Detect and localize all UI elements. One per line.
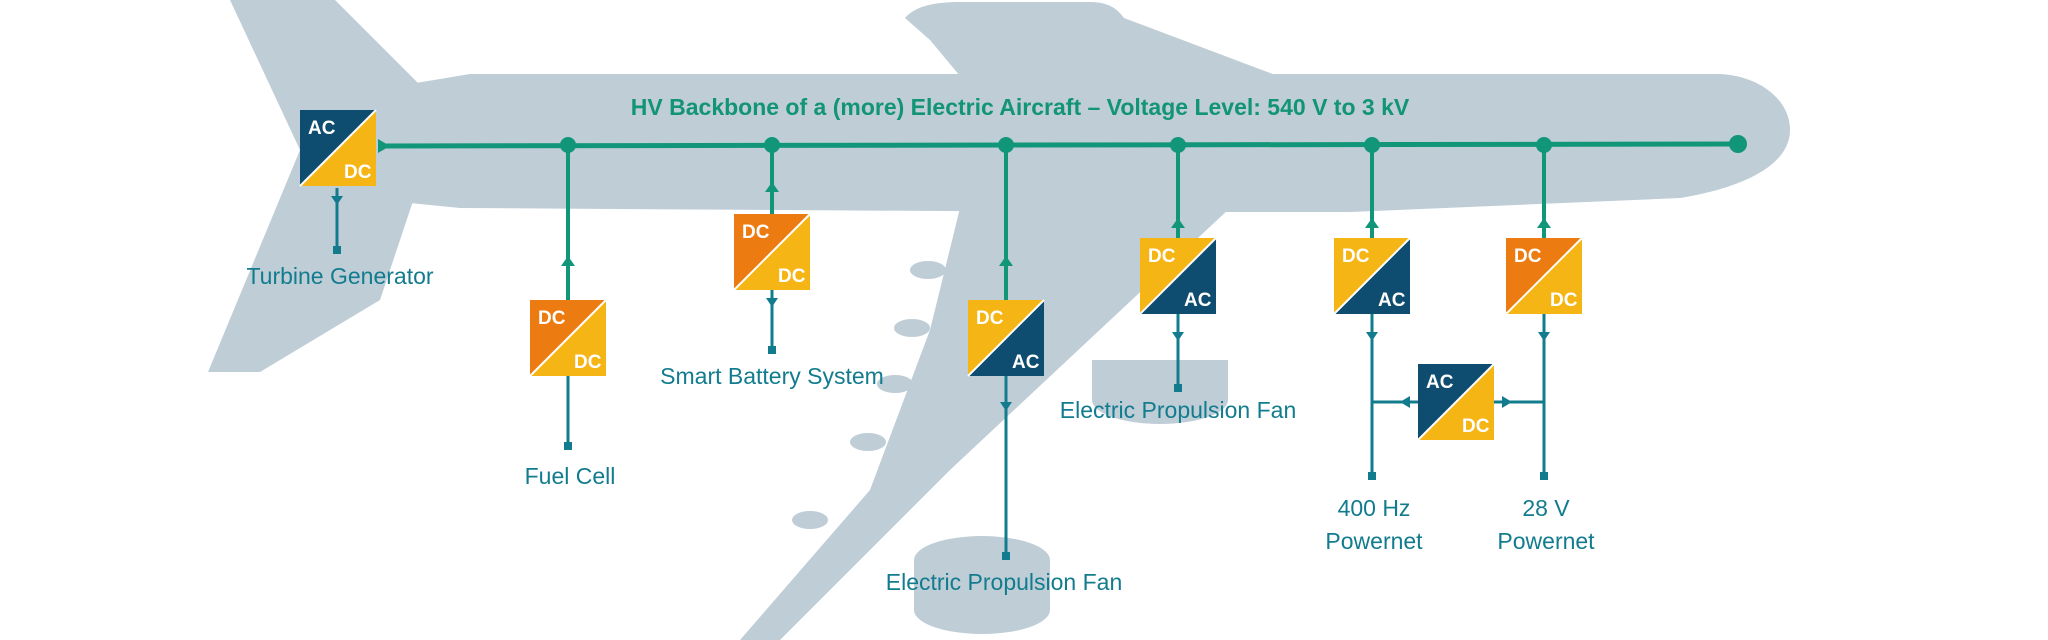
label-powernet-28-line1: 28 V bbox=[1522, 495, 1570, 521]
converter-battery: DC DC bbox=[733, 213, 811, 291]
terminal-battery bbox=[768, 346, 776, 354]
load-connections bbox=[331, 188, 1550, 560]
converter-fan-center-bottom: AC bbox=[1012, 352, 1040, 373]
converter-powernet-28-bottom: DC bbox=[1550, 290, 1578, 311]
converter-turbine: AC DC bbox=[299, 109, 377, 187]
engine-nacelle-center bbox=[914, 536, 1050, 634]
arrow-turbine bbox=[378, 139, 390, 153]
converter-powernet-28-top: DC bbox=[1514, 246, 1542, 267]
terminal-fan-right bbox=[1174, 384, 1182, 392]
diagram-title: HV Backbone of a (more) Electric Aircraf… bbox=[631, 94, 1410, 120]
terminal-turbine bbox=[333, 246, 341, 254]
label-powernet-400-line1: 400 Hz bbox=[1338, 495, 1411, 521]
converter-fan-center: DC AC bbox=[967, 299, 1045, 377]
terminal-fan-center bbox=[1002, 552, 1010, 560]
backbone-end-node bbox=[1729, 135, 1747, 153]
arrow-powernet-400 bbox=[1365, 218, 1379, 228]
engine-nacelle-right bbox=[1092, 360, 1228, 424]
converter-battery-top: DC bbox=[742, 222, 770, 243]
arrow-fuel-cell bbox=[561, 256, 575, 266]
label-powernet-28-line2: Powernet bbox=[1497, 528, 1595, 554]
arrow-fan-right bbox=[1171, 218, 1185, 228]
label-fuel-cell: Fuel Cell bbox=[525, 463, 616, 489]
converter-fan-center-top: DC bbox=[976, 308, 1004, 329]
converter-turbine-bottom: DC bbox=[344, 162, 372, 183]
horizontal-stabilizer bbox=[208, 150, 430, 372]
label-fan-center: Electric Propulsion Fan bbox=[886, 569, 1123, 595]
converter-powernet-400-bottom: AC bbox=[1378, 290, 1406, 311]
label-smart-battery: Smart Battery System bbox=[660, 363, 884, 389]
label-turbine-generator: Turbine Generator bbox=[246, 263, 433, 289]
converter-fuel-cell: DC DC bbox=[529, 299, 607, 377]
lower-wing bbox=[740, 208, 1230, 640]
converter-fan-right-bottom: AC bbox=[1184, 290, 1212, 311]
converter-fuel-cell-top: DC bbox=[538, 308, 566, 329]
converter-tie-bottom: DC bbox=[1462, 416, 1490, 437]
label-fan-right: Electric Propulsion Fan bbox=[1060, 397, 1297, 423]
arrow-battery bbox=[765, 182, 779, 192]
hv-backbone bbox=[377, 135, 1747, 300]
converter-powernet-28: DC DC bbox=[1505, 237, 1583, 315]
converter-fan-right: DC AC bbox=[1139, 237, 1217, 315]
converter-powernet-400-top: DC bbox=[1342, 246, 1370, 267]
wing-fences bbox=[792, 261, 946, 529]
converter-powernet-400: DC AC bbox=[1333, 237, 1411, 315]
converter-tie-top: AC bbox=[1426, 372, 1454, 393]
terminal-powernet-28 bbox=[1540, 472, 1548, 480]
terminal-powernet-400 bbox=[1368, 472, 1376, 480]
converter-battery-bottom: DC bbox=[778, 266, 806, 287]
converter-turbine-top: AC bbox=[308, 118, 336, 139]
arrow-fan-center bbox=[999, 256, 1013, 266]
converter-fuel-cell-bottom: DC bbox=[574, 352, 602, 373]
backbone-bus-line bbox=[377, 141, 1739, 149]
arrow-powernet-28 bbox=[1537, 218, 1551, 228]
label-powernet-400-line2: Powernet bbox=[1325, 528, 1423, 554]
converter-fan-right-top: DC bbox=[1148, 246, 1176, 267]
converter-tie: AC DC bbox=[1417, 363, 1495, 441]
upper-wing bbox=[905, 2, 1278, 76]
terminal-fuel-cell bbox=[564, 442, 572, 450]
